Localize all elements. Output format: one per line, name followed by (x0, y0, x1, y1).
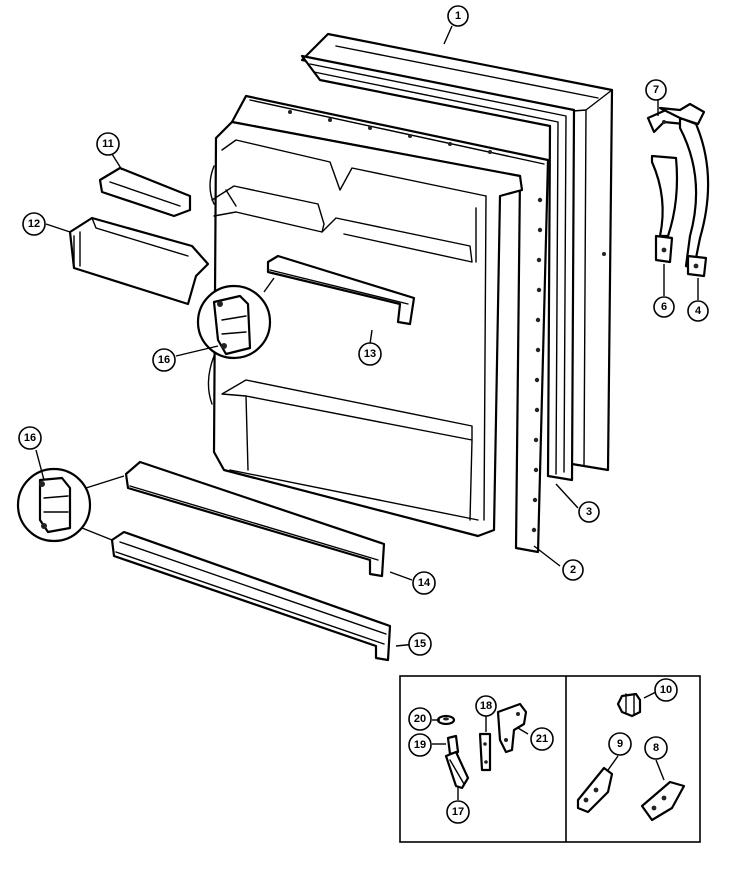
callout-label: 7 (653, 84, 659, 96)
callout-label: 8 (653, 742, 659, 754)
callout-label: 18 (480, 700, 492, 712)
callout-20: 20 (408, 707, 432, 731)
callout-16-upper: 16 (152, 348, 176, 372)
callout-13: 13 (358, 342, 382, 366)
callout-19: 19 (408, 733, 432, 757)
dairy-compartment (68, 216, 210, 306)
callout-21: 21 (530, 727, 554, 751)
callout-label: 9 (617, 738, 623, 750)
callout-label: 16 (158, 354, 170, 366)
callout-4: 4 (687, 300, 709, 322)
callout-label: 20 (414, 713, 426, 725)
callout-16-lower: 16 (18, 426, 42, 450)
hinge-hardware-parts (436, 702, 528, 790)
callout-label: 1 (455, 10, 461, 22)
lower-shelf-bar (124, 460, 386, 578)
callout-label: 2 (570, 564, 576, 576)
liner-screw-holes (288, 110, 543, 533)
shelf-clip-detail-upper (196, 277, 275, 360)
callout-12: 12 (22, 212, 46, 236)
callout-17: 17 (446, 800, 470, 824)
callout-label: 12 (28, 218, 40, 230)
callout-label: 14 (418, 577, 431, 589)
callout-leaders (35, 25, 699, 800)
callout-label: 15 (414, 638, 426, 650)
callout-label: 19 (414, 739, 426, 751)
callout-6: 6 (653, 296, 675, 318)
callout-label: 21 (536, 733, 548, 745)
hardware-inset-box (399, 675, 701, 843)
callout-label: 17 (452, 806, 464, 818)
callout-3: 3 (578, 501, 600, 523)
bottom-shelf-bar (110, 530, 392, 662)
callout-9: 9 (608, 732, 632, 756)
callout-label: 16 (24, 432, 36, 444)
callout-label: 6 (661, 301, 667, 313)
callout-15: 15 (408, 632, 432, 656)
callout-1: 1 (447, 5, 469, 27)
callout-label: 3 (586, 506, 592, 518)
callout-label: 13 (364, 348, 376, 360)
callout-label: 10 (660, 684, 672, 696)
callout-2: 2 (562, 559, 584, 581)
callout-7: 7 (645, 79, 667, 101)
callout-8: 8 (644, 736, 668, 760)
inner-door-liner (207, 94, 550, 554)
hinge-cover-parts (576, 692, 686, 822)
door-hinge-assembly (646, 102, 710, 278)
callout-18: 18 (475, 695, 497, 717)
callout-label: 4 (695, 305, 702, 317)
callout-11: 11 (96, 132, 120, 156)
callout-14: 14 (412, 571, 436, 595)
callout-10: 10 (654, 678, 678, 702)
upper-shelf-bar (266, 254, 416, 326)
door-gasket (300, 54, 576, 482)
shelf-clip-detail-lower (16, 467, 125, 543)
callout-label: 11 (102, 138, 114, 150)
dairy-door-cover (98, 166, 192, 218)
